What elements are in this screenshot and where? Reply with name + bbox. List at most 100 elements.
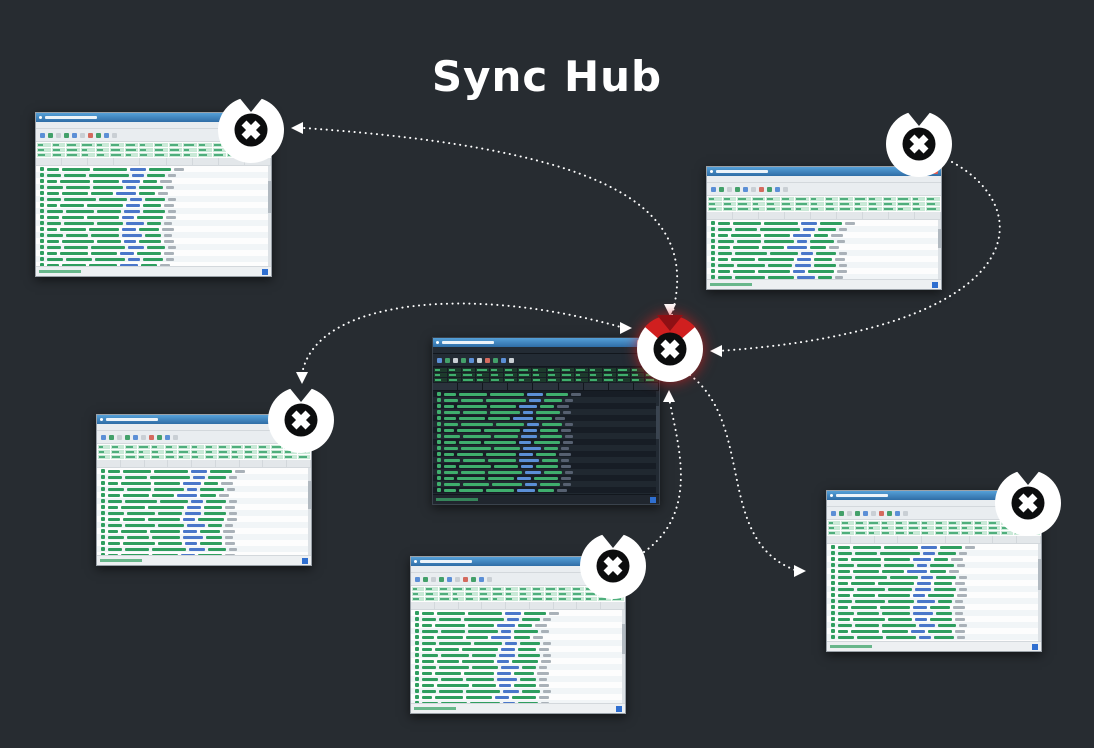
scrollbar[interactable] (268, 166, 271, 266)
toolbar-icon[interactable] (839, 510, 844, 516)
window-toolbar[interactable] (827, 507, 1041, 520)
column-headers[interactable] (36, 158, 271, 166)
toolbar-icon[interactable] (879, 510, 884, 516)
toolbar-icon[interactable] (117, 434, 122, 440)
toolbar-icon[interactable] (96, 132, 101, 138)
toolbar-icon[interactable] (447, 576, 452, 582)
window-center[interactable] (432, 337, 660, 505)
window-menubar[interactable] (433, 347, 659, 354)
window-menubar[interactable] (411, 566, 625, 573)
window-top-right[interactable] (706, 166, 942, 290)
scrollbar-thumb[interactable] (308, 481, 311, 509)
toolbar-icon[interactable] (72, 132, 77, 138)
toolbar-icon[interactable] (453, 357, 458, 363)
toolbar-icon[interactable] (751, 186, 756, 192)
toolbar-icon[interactable] (173, 434, 178, 440)
scrollbar-thumb[interactable] (938, 228, 941, 248)
scrollbar[interactable] (622, 610, 625, 703)
window-menubar[interactable] (97, 424, 311, 431)
toolbar-icon[interactable] (735, 186, 740, 192)
toolbar-icon[interactable] (469, 357, 474, 363)
toolbar-icon[interactable] (133, 434, 138, 440)
toolbar-icon[interactable] (501, 357, 506, 363)
hub-node[interactable] (636, 315, 704, 383)
toolbar-icon[interactable] (711, 186, 716, 192)
window-toolbar[interactable] (411, 573, 625, 586)
window-menubar[interactable] (36, 122, 271, 129)
toolbar-icon[interactable] (64, 132, 69, 138)
toolbar-icon[interactable] (479, 576, 484, 582)
toolbar-icon[interactable] (477, 357, 482, 363)
node-top-right[interactable] (885, 110, 953, 178)
file-list[interactable] (827, 544, 1041, 641)
column-headers[interactable] (707, 212, 941, 220)
toolbar-icon[interactable] (141, 434, 146, 440)
toolbar-icon[interactable] (56, 132, 61, 138)
toolbar-icon[interactable] (437, 357, 442, 363)
toolbar-icon[interactable] (104, 132, 109, 138)
column-headers[interactable] (827, 536, 1041, 544)
toolbar-icon[interactable] (165, 434, 170, 440)
toolbar-icon[interactable] (903, 510, 908, 516)
toolbar-icon[interactable] (157, 434, 162, 440)
window-toolbar[interactable] (707, 183, 941, 196)
scrollbar[interactable] (656, 391, 659, 494)
toolbar-icon[interactable] (455, 576, 460, 582)
toolbar-icon[interactable] (767, 186, 772, 192)
column-headers[interactable] (433, 383, 659, 391)
toolbar-icon[interactable] (149, 434, 154, 440)
toolbar-icon[interactable] (493, 357, 498, 363)
toolbar-icon[interactable] (88, 132, 93, 138)
column-headers[interactable] (411, 602, 625, 610)
toolbar-icon[interactable] (743, 186, 748, 192)
scrollbar-thumb[interactable] (268, 181, 271, 213)
toolbar-icon[interactable] (759, 186, 764, 192)
toolbar-icon[interactable] (847, 510, 852, 516)
window-toolbar[interactable] (433, 354, 659, 367)
toolbar-icon[interactable] (445, 357, 450, 363)
scrollbar-thumb[interactable] (656, 406, 659, 440)
toolbar-icon[interactable] (415, 576, 420, 582)
window-toolbar[interactable] (36, 129, 271, 142)
toolbar-icon[interactable] (112, 132, 117, 138)
toolbar-icon[interactable] (48, 132, 53, 138)
toolbar-icon[interactable] (461, 357, 466, 363)
toolbar-icon[interactable] (463, 576, 468, 582)
toolbar-icon[interactable] (485, 357, 490, 363)
toolbar-icon[interactable] (40, 132, 45, 138)
toolbar-icon[interactable] (439, 576, 444, 582)
window-mid-left[interactable] (96, 414, 312, 566)
window-titlebar[interactable] (433, 338, 659, 347)
toolbar-icon[interactable] (487, 576, 492, 582)
scrollbar[interactable] (938, 220, 941, 279)
toolbar-icon[interactable] (855, 510, 860, 516)
toolbar-icon[interactable] (509, 357, 514, 363)
toolbar-icon[interactable] (101, 434, 106, 440)
toolbar-icon[interactable] (125, 434, 130, 440)
file-list[interactable] (97, 468, 311, 555)
window-toolbar[interactable] (97, 431, 311, 444)
scrollbar-thumb[interactable] (1038, 558, 1041, 590)
toolbar-icon[interactable] (423, 576, 428, 582)
file-list[interactable] (707, 220, 941, 279)
window-menubar[interactable] (827, 500, 1041, 507)
file-list[interactable] (411, 610, 625, 703)
window-bottom-center[interactable] (410, 556, 626, 714)
toolbar-icon[interactable] (887, 510, 892, 516)
toolbar-icon[interactable] (895, 510, 900, 516)
toolbar-icon[interactable] (80, 132, 85, 138)
scrollbar-thumb[interactable] (622, 623, 625, 654)
window-top-left[interactable] (35, 112, 272, 277)
toolbar-icon[interactable] (719, 186, 724, 192)
column-headers[interactable] (97, 460, 311, 468)
node-top-left[interactable] (217, 96, 285, 164)
toolbar-icon[interactable] (831, 510, 836, 516)
file-list[interactable] (433, 391, 659, 494)
toolbar-icon[interactable] (471, 576, 476, 582)
toolbar-icon[interactable] (863, 510, 868, 516)
toolbar-icon[interactable] (871, 510, 876, 516)
node-bottom-right[interactable] (994, 469, 1062, 537)
toolbar-icon[interactable] (775, 186, 780, 192)
toolbar-icon[interactable] (109, 434, 114, 440)
scrollbar[interactable] (308, 468, 311, 555)
